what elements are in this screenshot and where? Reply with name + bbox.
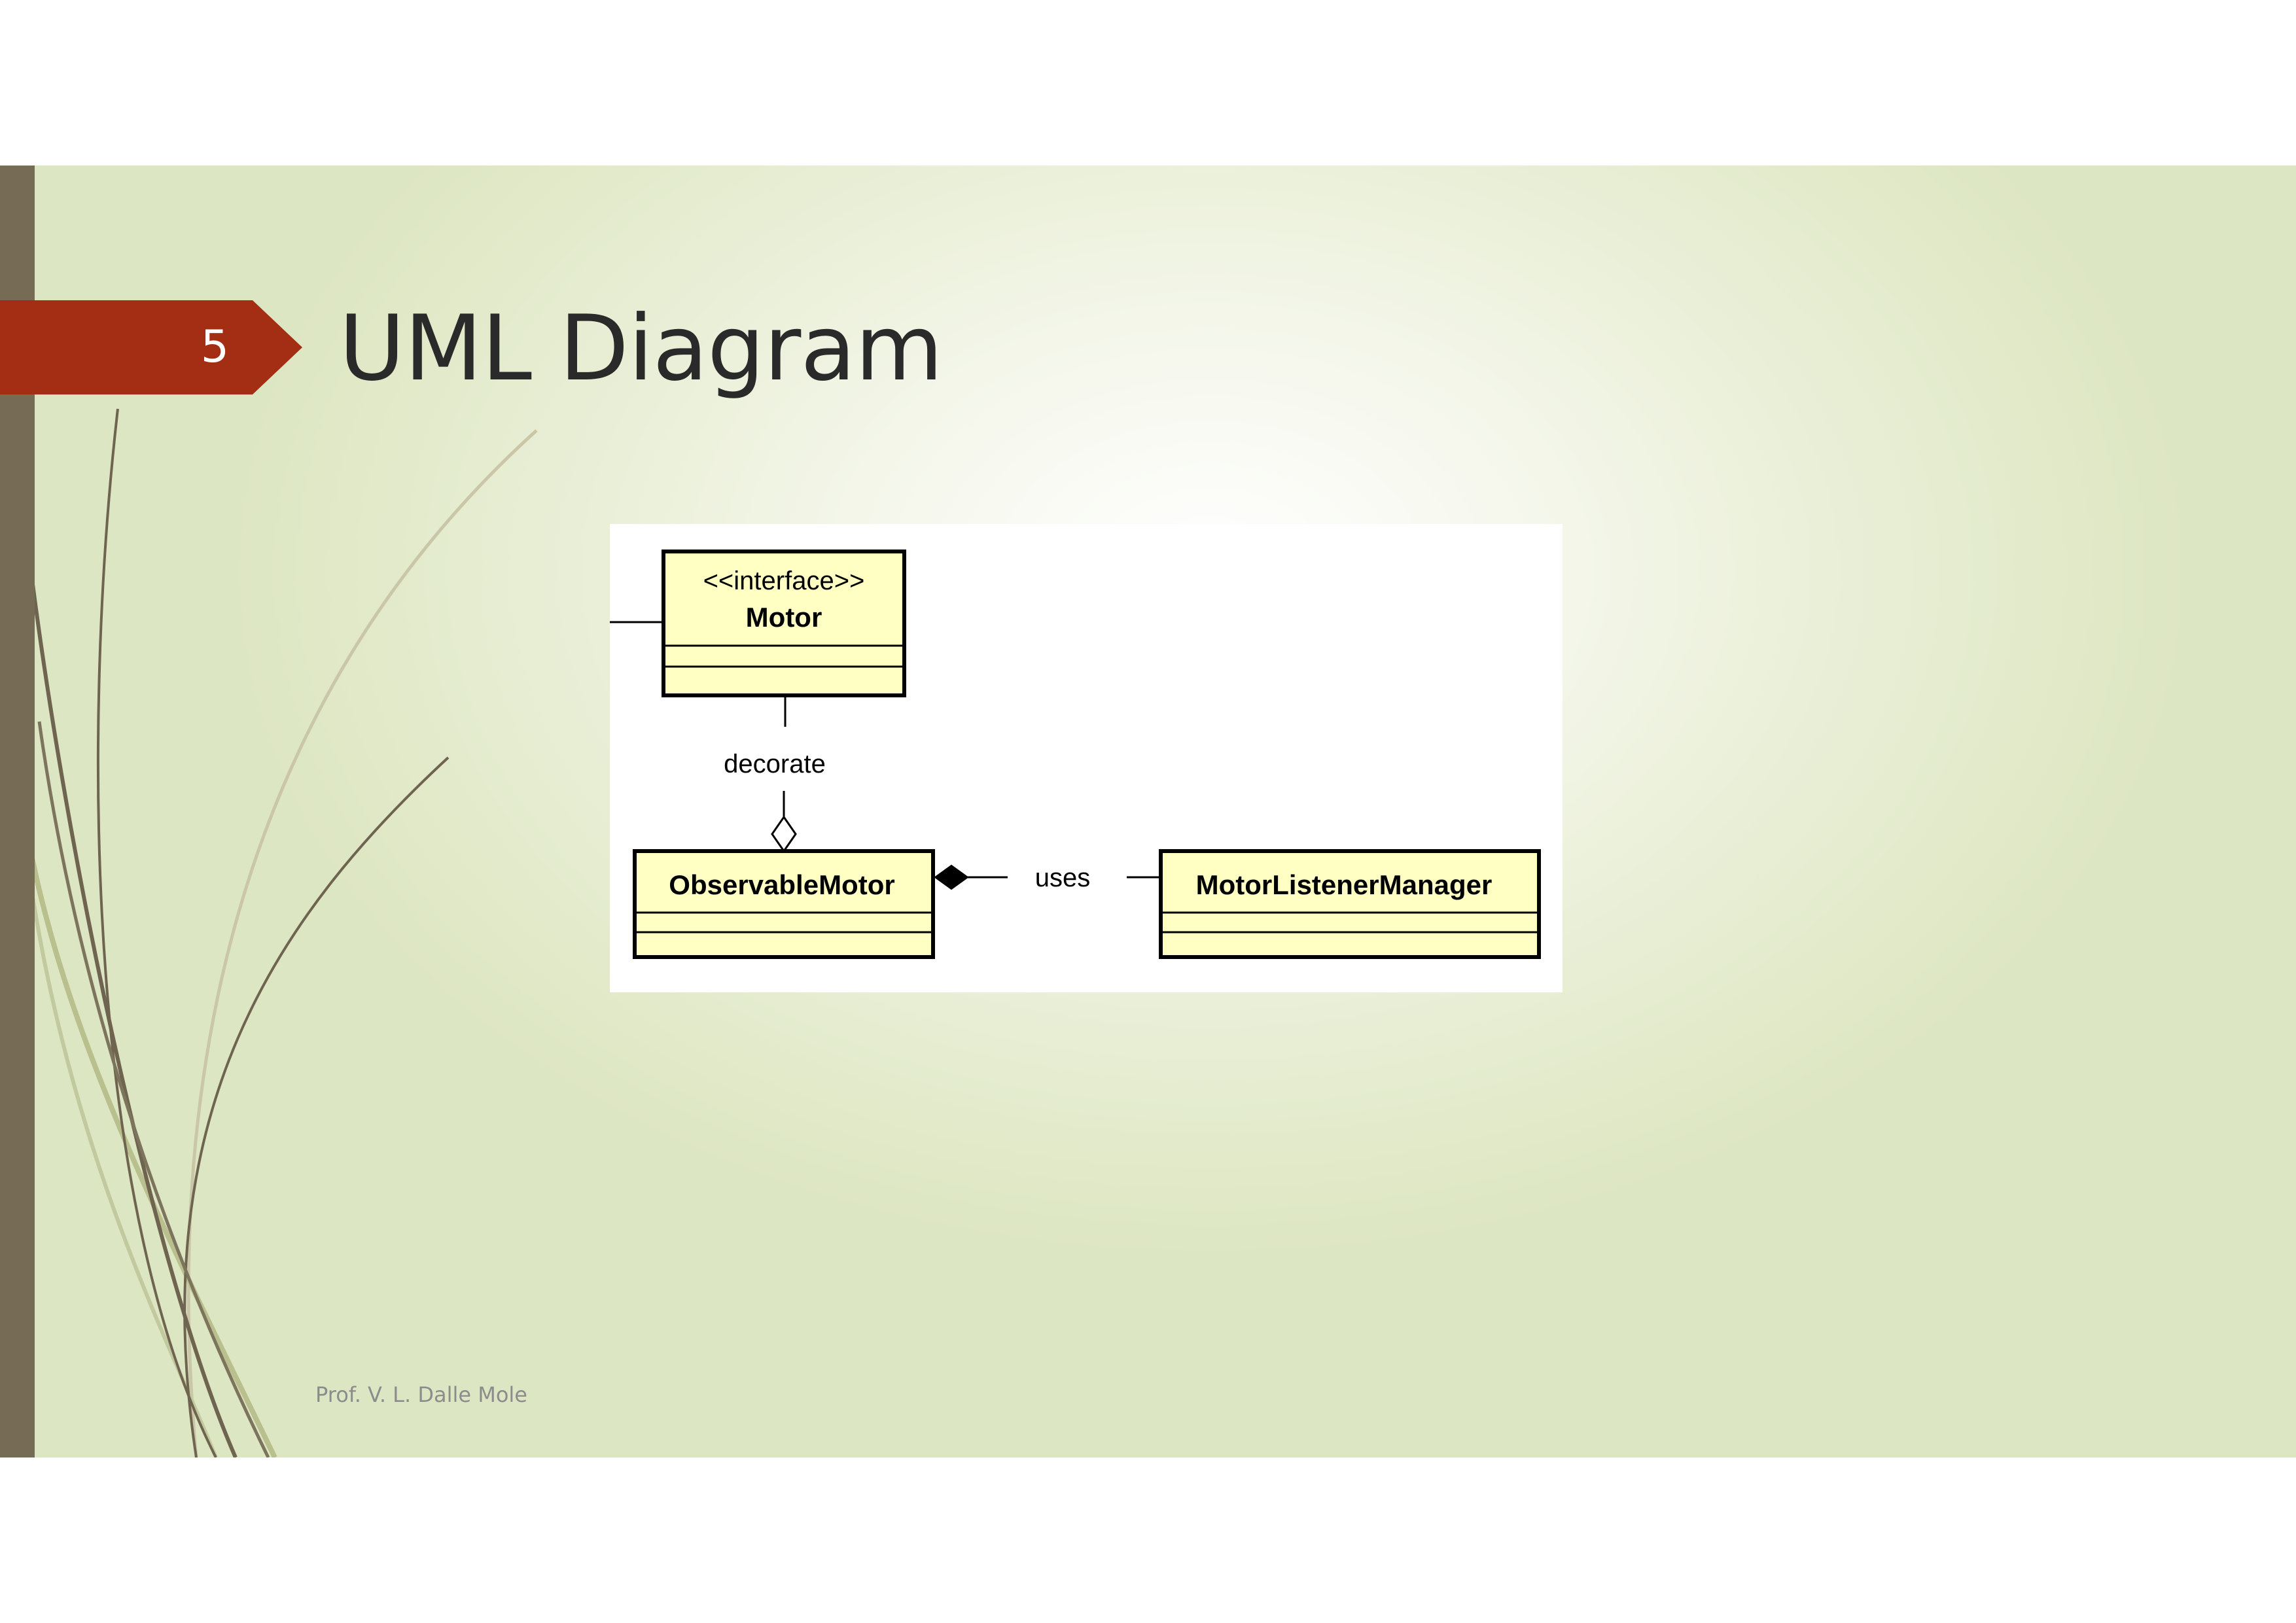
footer-author: Prof. V. L. Dalle Mole	[315, 1382, 527, 1407]
class-box-motor: <<interface>> Motor	[662, 550, 906, 697]
class-box-observable-motor: ObservableMotor	[633, 849, 935, 959]
slide-title: UML Diagram	[339, 296, 943, 401]
page-number-tab	[0, 300, 302, 394]
aggregation-diamond	[771, 815, 797, 853]
observable-motor-class-name: ObservableMotor	[669, 869, 894, 900]
decorate-label: decorate	[724, 750, 826, 778]
page-number: 5	[200, 321, 229, 373]
uml-diagram: <<interface>> Motor decorate ObservableM…	[610, 524, 1563, 992]
motor-stereotype: <<interface>>	[703, 567, 865, 595]
class-box-motor-listener-manager: MotorListenerManager	[1159, 849, 1541, 959]
composition-diamond	[934, 864, 969, 890]
motor-listener-manager-class-name: MotorListenerManager	[1196, 869, 1492, 900]
slide: 5 UML Diagram <<interface>> Motor decora…	[0, 166, 2296, 1457]
uses-label: uses	[1035, 864, 1091, 892]
uses-relation: uses	[934, 864, 1161, 892]
decorate-relation: decorate	[724, 697, 826, 853]
motor-class-name: Motor	[746, 602, 822, 633]
